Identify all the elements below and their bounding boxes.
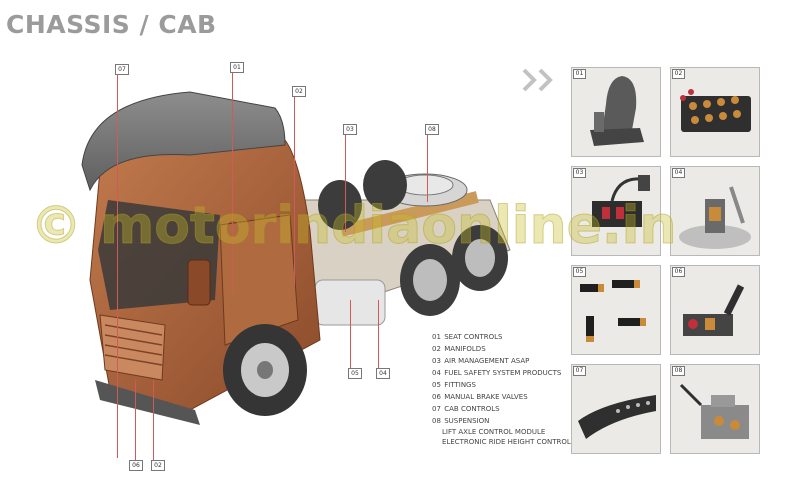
thumb-number: 06 (672, 267, 685, 277)
legend-item: 04 FUEL SAFETY SYSTEM PRODUCTS (432, 369, 562, 377)
fittings-icon (580, 280, 646, 342)
truck-illustration (81, 91, 511, 425)
legend-subitem: LIFT AXLE CONTROL MODULE (442, 428, 546, 436)
double-chevron-right-icon (522, 68, 553, 92)
legend: 01 SEAT CONTROLS 02 MANIFOLDS 03 AIR MAN… (432, 331, 571, 447)
thumb-number: 03 (573, 168, 586, 178)
callout-tag-07: 07 (115, 64, 129, 75)
cab-control-lever-icon (578, 395, 656, 439)
callout-tag-01: 01 (230, 62, 244, 73)
legend-item: 03 AIR MANAGEMENT ASAP (432, 357, 530, 365)
callout-tag-02b: 02 (151, 460, 165, 471)
legend-subitem: ELECTRONIC RIDE HEIGHT CONTROL (442, 438, 571, 446)
seat-icon (590, 76, 644, 146)
thumb-cab-controls: 07 (571, 364, 661, 454)
legend-item: 02 MANIFOLDS (432, 345, 486, 353)
manifold-icon (680, 89, 751, 132)
thumb-number: 08 (672, 366, 685, 376)
callout-line-07 (117, 74, 118, 458)
air-management-icon (592, 175, 650, 227)
thumb-manifolds: 02 (670, 67, 760, 157)
thumb-seat-controls: 01 (571, 67, 661, 157)
thumb-number: 02 (672, 69, 685, 79)
thumb-manual-brake-valves: 06 (670, 265, 760, 355)
callout-line-04 (378, 300, 379, 368)
page-title: CHASSIS / CAB (6, 10, 217, 39)
thumb-number: 05 (573, 267, 586, 277)
suspension-valve-icon (679, 383, 749, 439)
callout-line-02 (294, 96, 295, 286)
brake-valve-icon (683, 284, 745, 336)
callout-line-06 (135, 380, 136, 460)
thumb-number: 01 (573, 69, 586, 79)
thumb-fuel-safety: 04 (670, 166, 760, 256)
callout-line-05 (350, 300, 351, 368)
callout-tag-02: 02 (292, 86, 306, 97)
thumb-number: 07 (573, 366, 586, 376)
thumb-number: 04 (672, 168, 685, 178)
callout-tag-06: 06 (129, 460, 143, 471)
callout-tag-03: 03 (343, 124, 357, 135)
callout-line-03 (345, 132, 346, 232)
watermark: © motorindiaonline.in (30, 196, 677, 257)
callout-tag-05: 05 (348, 368, 362, 379)
thumb-suspension: 08 (670, 364, 760, 454)
legend-item: 01 SEAT CONTROLS (432, 333, 503, 341)
callout-line-01 (232, 72, 233, 292)
thumb-air-management: 03 (571, 166, 661, 256)
legend-item: 06 MANUAL BRAKE VALVES (432, 393, 528, 401)
legend-item: 08 SUSPENSION (432, 417, 490, 425)
fuel-safety-icon (679, 186, 751, 249)
thumb-fittings: 05 (571, 265, 661, 355)
legend-item: 05 FITTINGS (432, 381, 476, 389)
callout-line-02b (153, 380, 154, 460)
callout-line-08 (427, 132, 428, 202)
callout-tag-04: 04 (376, 368, 390, 379)
legend-item: 07 CAB CONTROLS (432, 405, 500, 413)
callout-tag-08: 08 (425, 124, 439, 135)
